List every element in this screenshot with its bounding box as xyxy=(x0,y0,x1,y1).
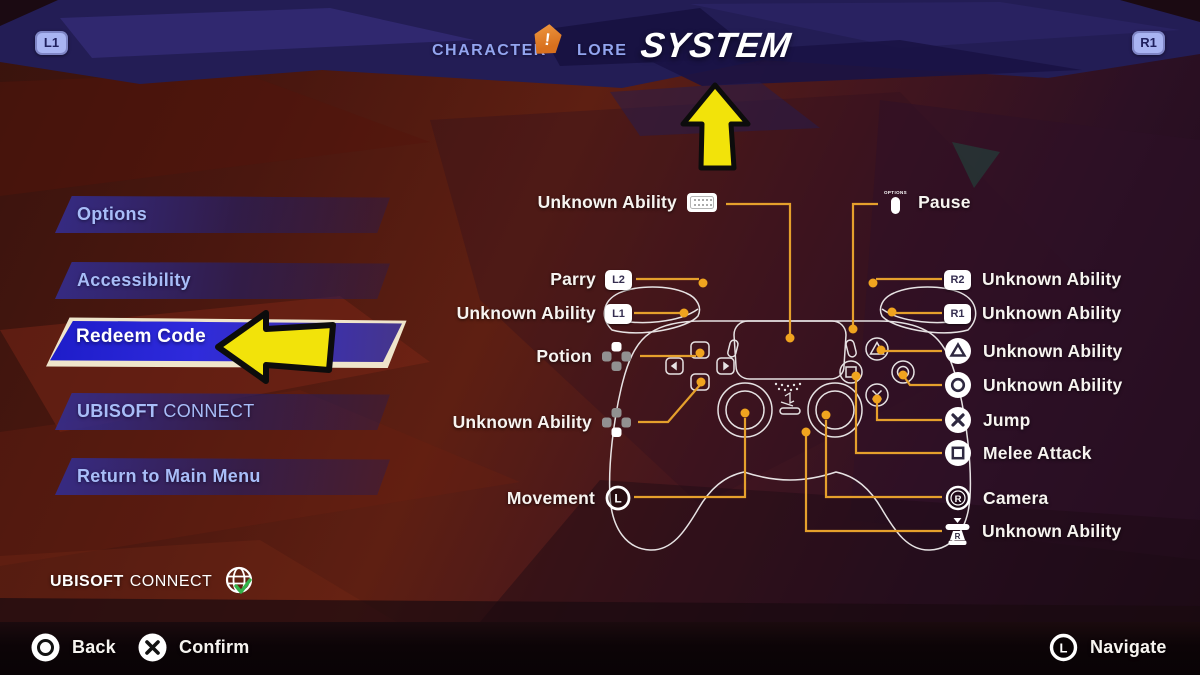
sidebar-item-label: Return to Main Menu xyxy=(77,466,261,486)
triangle-button-icon xyxy=(944,337,972,365)
binding-row: Potion xyxy=(536,341,632,372)
tab-lore[interactable]: LORE xyxy=(577,42,628,59)
binding-action: Unknown Ability xyxy=(983,374,1123,395)
sidebar-item-redeem-code[interactable]: Redeem Code xyxy=(46,317,408,368)
sidebar-item-label: Accessibility xyxy=(77,270,191,290)
alert-badge-icon: ! xyxy=(532,22,563,56)
square-button-icon xyxy=(944,439,972,467)
sidebar-item-return-to-main-menu[interactable]: Return to Main Menu xyxy=(55,458,390,495)
shoulder-hint-l1[interactable]: L1 xyxy=(35,31,68,55)
hint-navigate[interactable]: L Navigate xyxy=(1048,632,1167,663)
binding-row: Movement L xyxy=(507,484,632,512)
hint-label: Navigate xyxy=(1090,637,1167,657)
binding-row: Unknown Ability xyxy=(453,407,632,438)
binding-row: OPTIONS Pause xyxy=(884,190,971,215)
right-stick-press-icon: R xyxy=(944,517,971,546)
shoulder-hint-r1[interactable]: R1 xyxy=(1132,31,1165,55)
r1-button-icon: R1 xyxy=(944,303,971,324)
menu-streak xyxy=(159,262,386,263)
binding-row: Parry L2 xyxy=(550,269,632,290)
stick-glyph: L xyxy=(614,492,621,506)
binding-row: R Unknown Ability xyxy=(944,517,1121,546)
dpad-up-icon xyxy=(601,341,632,372)
circle-button-icon xyxy=(30,632,61,663)
binding-row: Jump xyxy=(944,406,1030,434)
binding-action: Movement xyxy=(506,487,595,508)
left-stick-icon: L xyxy=(1048,632,1079,663)
hint-label: Back xyxy=(72,637,116,657)
binding-action: Jump xyxy=(983,409,1031,430)
binding-action: Unknown Ability xyxy=(983,340,1123,361)
binding-action: Unknown Ability xyxy=(982,303,1122,323)
binding-action: Unknown Ability xyxy=(456,303,596,323)
menu-streak xyxy=(159,458,386,459)
sidebar-item-options[interactable]: Options xyxy=(55,196,390,233)
hint-label: Confirm xyxy=(179,637,250,657)
bottom-hint-bar xyxy=(0,622,1200,675)
sidebar-item-label: Redeem Code xyxy=(76,326,207,347)
sidebar-item-label: UBISOFT CONNECT xyxy=(77,401,255,421)
hint-confirm[interactable]: Confirm xyxy=(137,632,249,663)
binding-action: Unknown Ability xyxy=(982,269,1122,289)
options-button-icon: OPTIONS xyxy=(884,190,907,215)
binding-action: Parry xyxy=(550,269,596,289)
dpad-down-icon xyxy=(601,407,632,438)
binding-row: Unknown Ability L1 xyxy=(457,303,632,324)
left-stick-icon: L xyxy=(604,484,632,512)
right-stick-icon: R xyxy=(944,484,972,512)
binding-action: Potion xyxy=(536,346,592,366)
menu-streak xyxy=(159,196,386,197)
binding-action: Unknown Ability xyxy=(452,412,592,432)
tab-system[interactable]: SYSTEM xyxy=(638,26,794,65)
system-arrow xyxy=(680,82,751,171)
cross-button-icon xyxy=(137,632,168,663)
touchpad-icon xyxy=(686,192,718,213)
binding-row: R2 Unknown Ability xyxy=(944,269,1121,290)
l2-button-icon: L2 xyxy=(605,269,632,290)
binding-row: R1 Unknown Ability xyxy=(944,303,1121,324)
binding-action: Unknown Ability xyxy=(982,521,1122,541)
binding-action: Unknown Ability xyxy=(537,192,677,212)
l1-button-icon: L1 xyxy=(605,303,632,324)
globe-connected-icon xyxy=(222,564,258,600)
binding-row: R Camera xyxy=(944,484,1048,512)
binding-action: Pause xyxy=(918,192,971,212)
menu-streak xyxy=(159,393,386,394)
cross-button-icon xyxy=(944,406,972,434)
binding-action: Melee Attack xyxy=(983,442,1092,463)
binding-row: Unknown Ability xyxy=(944,371,1122,399)
circle-button-icon xyxy=(944,371,972,399)
sidebar-item-accessibility[interactable]: Accessibility xyxy=(55,262,390,299)
stick-glyph: R xyxy=(955,532,961,541)
stick-glyph: R xyxy=(955,494,962,505)
hint-back[interactable]: Back xyxy=(30,632,116,663)
stick-glyph: L xyxy=(1060,641,1068,656)
binding-row: Unknown Ability xyxy=(538,192,718,213)
tab-character[interactable]: CHARACTER xyxy=(432,42,547,59)
binding-row: Unknown Ability xyxy=(944,337,1122,365)
binding-action: Camera xyxy=(983,487,1049,508)
binding-row: Melee Attack xyxy=(944,439,1092,467)
sidebar-item-ubisoft-connect[interactable]: UBISOFT CONNECT xyxy=(55,393,390,430)
sidebar-item-label: Options xyxy=(77,204,148,224)
r2-button-icon: R2 xyxy=(944,269,971,290)
